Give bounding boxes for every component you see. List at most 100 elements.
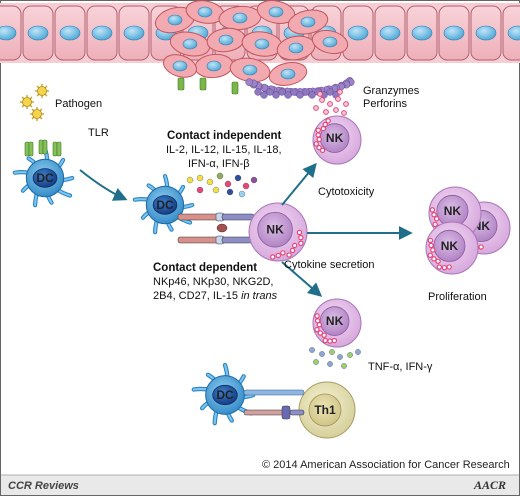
tcr-mhc-complex: [243, 389, 305, 420]
dc-nucleus: [152, 195, 178, 215]
endothelial-nucleus: [123, 25, 145, 41]
nk-granule: [321, 332, 327, 338]
endothelial-nucleus: [91, 25, 113, 41]
th1-nucleus: [308, 393, 342, 427]
granzyme-granule: [337, 89, 343, 95]
surface-receptor: [177, 77, 185, 91]
arrow-cytokine-secretion: [281, 261, 323, 297]
soluble-factor-dots: [186, 172, 258, 198]
dc-label: DC: [216, 388, 234, 402]
endothelial-nucleus: [379, 25, 401, 41]
contact-dependent-line2: 2B4, CD27, IL-15 in trans: [153, 290, 278, 302]
soluble-factor-dot: [238, 190, 246, 198]
contact-independent-line1: IL-2, IL-12, IL-15, IL-18,: [166, 144, 282, 156]
adhesion-bead: [326, 88, 334, 96]
footer-bar: [1, 475, 519, 495]
contact-dependent-line2-main: 2B4, CD27, IL-15: [153, 290, 238, 302]
cytokine-dot: [327, 361, 333, 367]
proliferation-label: Proliferation: [428, 291, 487, 303]
nk-granule: [427, 252, 433, 258]
cytokine-dots: [309, 347, 361, 369]
endothelial-nucleus: [411, 25, 433, 41]
nk-granule: [428, 242, 434, 249]
tlr-receptor: [24, 141, 30, 157]
dc-nucleus: [32, 168, 58, 188]
nk-granule: [317, 330, 324, 336]
nk-granule: [430, 247, 436, 253]
adhesion-bead: [245, 78, 254, 87]
granzyme-granule: [343, 101, 349, 107]
dc-cell-middle: DC: [132, 173, 195, 235]
tumor-nucleus: [206, 60, 222, 72]
cytokine-dot: [347, 352, 353, 358]
tlr-receptor: [28, 141, 34, 157]
nk-cell-cytotoxic: NK: [312, 115, 362, 165]
pathogen-icon: [22, 97, 32, 107]
dc-nucleus: [212, 384, 238, 406]
adhesion-bead: [296, 91, 304, 99]
surface-receptor: [231, 81, 239, 95]
tumor-nucleus: [167, 14, 183, 26]
tnf-ifn-label: TNF-α, IFN-γ: [368, 361, 433, 373]
nk-granule: [433, 216, 440, 222]
tumor-nucleus: [232, 12, 248, 24]
granzyme-granule: [323, 109, 329, 115]
endothelial-nucleus: [27, 25, 49, 41]
nk-granule: [280, 250, 286, 256]
ligand: [177, 236, 219, 244]
nk-granule: [316, 136, 322, 143]
soluble-factor-dot: [216, 172, 224, 180]
soluble-factor-dot: [206, 178, 214, 186]
cytokine-dot: [337, 354, 343, 360]
cytokine-secretion-label: Cytokine secretion: [284, 259, 375, 271]
cytokine-dot: [329, 349, 335, 355]
nk-granule: [314, 318, 321, 324]
nk-granule: [313, 141, 319, 147]
tumor-nucleus: [197, 6, 213, 18]
adhesion-bead: [260, 91, 268, 99]
cytokine-dot: [313, 359, 319, 365]
nk-granule: [291, 242, 298, 249]
copyright-text: © 2014 American Association for Cancer R…: [262, 459, 510, 471]
arrow-dc-activation: [79, 169, 128, 201]
dc-label: DC: [156, 198, 174, 212]
endothelial-nucleus: [443, 25, 465, 41]
ligand: [177, 213, 219, 221]
soluble-factor-dot: [250, 176, 258, 184]
perforins-label: Perforins: [363, 98, 408, 110]
nk-granule: [327, 338, 333, 344]
endothelial-nucleus: [475, 25, 497, 41]
cytotoxicity-label: Cytotoxicity: [318, 186, 375, 198]
nk-granule: [322, 337, 328, 344]
nk-label: NK: [326, 314, 344, 328]
adhesion-bead: [278, 88, 286, 96]
granzyme-perforin-granules: [313, 89, 349, 116]
nk-granule: [431, 256, 437, 262]
granzyme-granule: [313, 105, 319, 111]
granzyme-granule: [317, 91, 323, 97]
granzyme-granule: [341, 110, 347, 116]
nk-granule: [314, 326, 320, 333]
tumor-nucleus: [242, 64, 258, 76]
adhesion-bead: [290, 88, 298, 96]
adhesion-bead: [266, 88, 274, 96]
soluble-factor-dot: [226, 188, 234, 196]
tcr-stalk: [289, 409, 305, 416]
nk-label: NK: [266, 223, 284, 237]
nk-granule: [427, 237, 434, 244]
nk-granule: [296, 229, 303, 236]
nk-label: NK: [441, 239, 459, 253]
cytokine-dot: [355, 349, 361, 355]
nk-granule: [298, 240, 304, 247]
tumor-nucleus: [268, 6, 284, 18]
tumor-nucleus: [322, 36, 338, 48]
tumor-nucleus: [280, 68, 296, 80]
nk-granule: [441, 264, 448, 271]
granzyme-granule: [335, 96, 341, 102]
adhesion-bead: [284, 91, 292, 99]
nk-granule: [429, 207, 436, 213]
granzyme-granule: [319, 97, 325, 103]
